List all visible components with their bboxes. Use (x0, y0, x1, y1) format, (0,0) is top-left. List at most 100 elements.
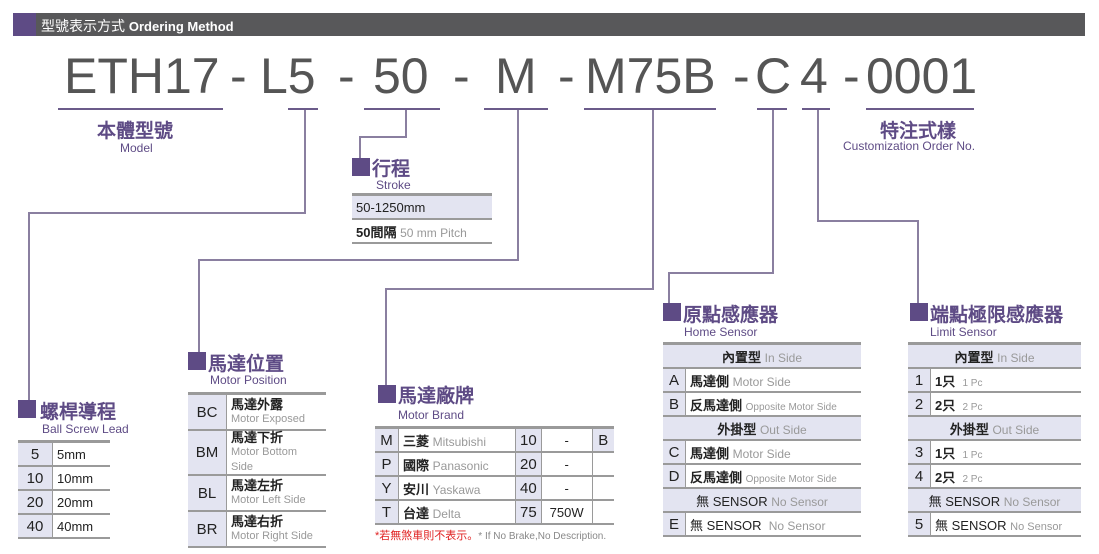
home-desc: 馬達側 Motor Side (685, 440, 861, 465)
home-code: B (663, 392, 686, 417)
bullet-square (188, 352, 206, 370)
brand-power-code: 75 (515, 500, 542, 525)
underline (288, 108, 318, 110)
brand-name: 國際 Panasonic (398, 452, 516, 477)
underline (484, 108, 548, 110)
model-title: 本體型號 (97, 121, 174, 142)
brake-code: B (592, 426, 614, 453)
home-desc: 馬達側 Motor Side (685, 368, 861, 393)
brand-name: 安川 Yaskawa (398, 476, 516, 501)
home-subtitle: Home Sensor (684, 325, 758, 339)
bullet-square (663, 303, 681, 321)
lead-value: 40mm (52, 514, 110, 539)
stroke-pitch: 50間隔 50 mm Pitch (352, 219, 492, 244)
home-outside-header: 外掛型 Out Side (663, 416, 861, 441)
connector (385, 288, 654, 290)
model-subtitle: Model (120, 141, 153, 155)
code-limit: 4 (800, 48, 828, 104)
connector (517, 110, 519, 261)
position-code: BL (188, 475, 227, 512)
limit-code: 5 (908, 512, 931, 537)
code-model: ETH17 (64, 48, 220, 104)
brand-title: 馬達廠牌 (398, 386, 475, 407)
brand-power-code: 20 (515, 452, 542, 477)
brand-code: M (375, 426, 399, 453)
custom-title: 特注式樣 (880, 121, 957, 142)
connector (652, 110, 654, 290)
connector (917, 220, 919, 303)
limit-code: 4 (908, 464, 931, 489)
underline (757, 108, 787, 110)
code-custom: 0001 (866, 48, 978, 104)
home-code: A (663, 368, 686, 393)
lead-code: 5 (18, 440, 53, 467)
connector (405, 110, 407, 138)
lead-code: 40 (18, 514, 53, 539)
connector (668, 272, 774, 274)
home-desc: 反馬達側 Opposite Motor Side (685, 392, 861, 417)
connector (359, 136, 361, 158)
code-dash: - (843, 48, 860, 104)
brand-code: Y (375, 476, 399, 501)
brand-subtitle: Motor Brand (398, 408, 465, 422)
connector (668, 272, 670, 303)
home-code: D (663, 464, 686, 489)
limit-code: 3 (908, 440, 931, 465)
section-header: 型號表示方式 Ordering Method (13, 13, 1085, 36)
connector (28, 212, 306, 214)
stroke-title: 行程 (372, 159, 411, 180)
code-dash: - (558, 48, 575, 104)
lead-code: 20 (18, 490, 53, 515)
brand-power-code: 40 (515, 476, 542, 501)
connector (817, 220, 919, 222)
brake-cell (592, 476, 614, 501)
underline (866, 108, 974, 110)
underline (584, 108, 716, 110)
code-position: M (495, 48, 537, 104)
home-title: 原點感應器 (683, 305, 779, 326)
code-dash: - (453, 48, 470, 104)
brand-code: P (375, 452, 399, 477)
lead-value: 5mm (52, 440, 110, 467)
underline (364, 108, 440, 110)
connector (304, 110, 306, 214)
brand-name: 台達 Delta (398, 500, 516, 525)
brake-cell (592, 500, 614, 525)
limit-code: 1 (908, 368, 931, 393)
connector (198, 259, 200, 352)
brand-power: 750W (541, 500, 593, 525)
limit-desc: 1只 1 Pc (930, 440, 1081, 465)
limit-desc: 2只 2 Pc (930, 464, 1081, 489)
home-none-header: 無 SENSOR No Sensor (663, 488, 861, 513)
position-code: BR (188, 511, 227, 548)
brand-power-code: 10 (515, 426, 542, 453)
limit-none-header: 無 SENSOR No Sensor (908, 488, 1081, 513)
home-code: C (663, 440, 686, 465)
limit-subtitle: Limit Sensor (930, 325, 997, 339)
position-code: BM (188, 430, 227, 476)
limit-desc: 2只 2 Pc (930, 392, 1081, 417)
limit-desc: 1只 1 Pc (930, 368, 1081, 393)
underline (58, 108, 223, 110)
lead-title: 螺桿導程 (40, 402, 117, 423)
brake-cell (592, 452, 614, 477)
code-home: C (755, 48, 792, 104)
title-zh: 型號表示方式 (41, 18, 125, 34)
header-square (13, 13, 36, 36)
code-lead: L5 (260, 48, 316, 104)
bullet-square (378, 385, 396, 403)
bullet-square (910, 303, 928, 321)
stroke-subtitle: Stroke (376, 178, 411, 192)
position-title: 馬達位置 (208, 354, 285, 375)
code-dash: - (338, 48, 355, 104)
brand-code: T (375, 500, 399, 525)
stroke-table: 50-1250mm 50間隔 50 mm Pitch (352, 193, 492, 244)
limit-title: 端點極限感應器 (930, 305, 1064, 326)
